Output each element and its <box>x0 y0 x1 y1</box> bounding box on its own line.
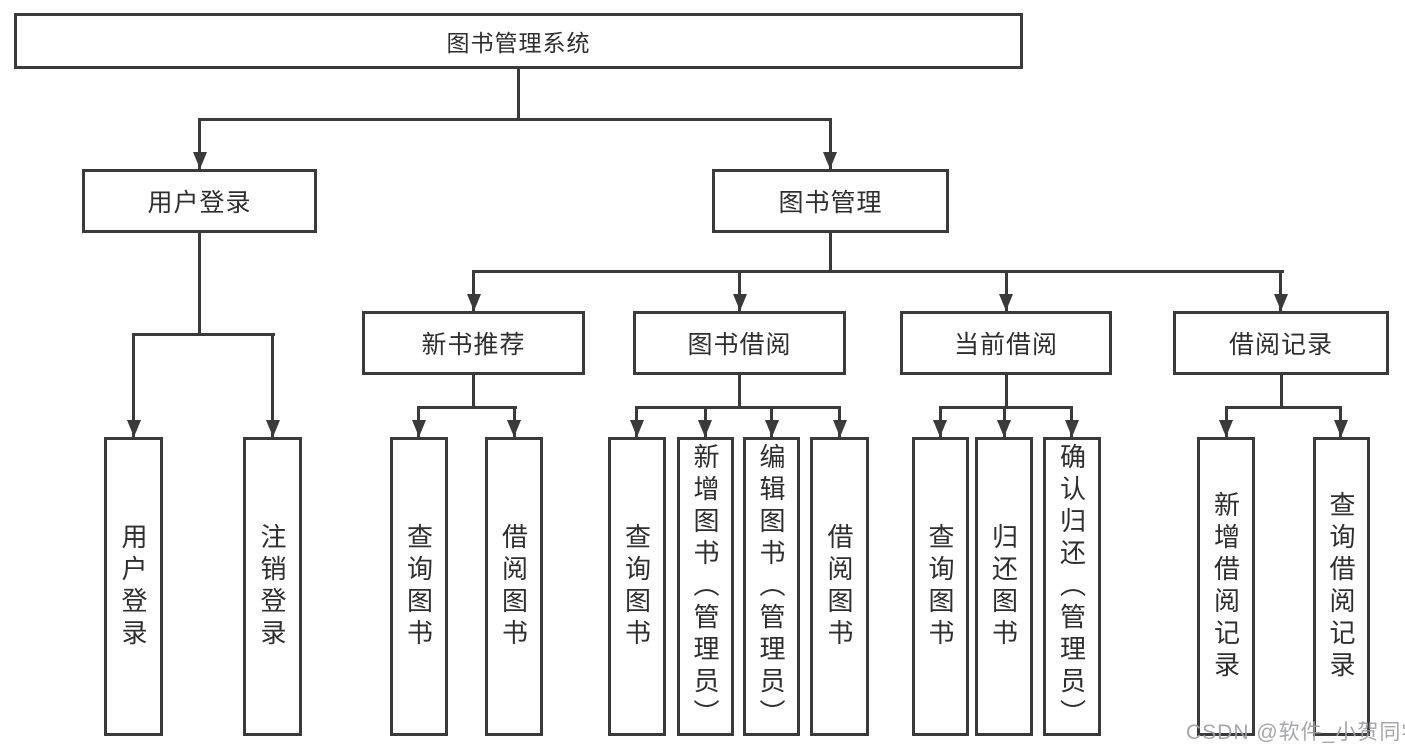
node-new-book-recommend: 新书推荐 <box>362 311 585 375</box>
leaf-borrow-books-recommend: 借阅图书 <box>485 437 543 736</box>
connector-line <box>829 233 832 273</box>
arrowhead-icon <box>507 420 521 437</box>
connector-line <box>1279 273 1282 311</box>
node-user-login: 用户登录 <box>82 169 317 233</box>
leaf-add-books-admin: 新增图书（管理员） <box>677 437 734 736</box>
connector-line <box>1005 375 1008 409</box>
leaf-logout: 注销登录 <box>243 437 302 736</box>
connector-line <box>472 273 475 311</box>
arrowhead-icon <box>698 420 712 437</box>
connector-line <box>472 375 475 409</box>
leaf-return-books: 归还图书 <box>975 437 1033 736</box>
leaf-query-books-borrow: 查询图书 <box>608 437 666 736</box>
node-current-borrow: 当前借阅 <box>900 311 1112 375</box>
connector-line <box>198 233 201 336</box>
node-book-borrow: 图书借阅 <box>633 311 846 375</box>
connector-line <box>1280 375 1283 409</box>
leaf-query-books-current: 查询图书 <box>912 437 969 736</box>
connector-line <box>1225 406 1342 409</box>
node-root-system: 图书管理系统 <box>14 13 1023 69</box>
arrowhead-icon <box>1274 294 1288 311</box>
arrowhead-icon <box>1334 420 1348 437</box>
arrowhead-icon <box>997 420 1011 437</box>
connector-line <box>1005 273 1008 311</box>
connector-line <box>417 406 517 409</box>
arrowhead-icon <box>1065 420 1079 437</box>
arrowhead-icon <box>765 420 779 437</box>
csdn-watermark: CSDN @软件_小贺同学 <box>1186 721 1405 744</box>
leaf-edit-books-admin: 编辑图书（管理员） <box>743 437 800 736</box>
leaf-confirm-return-admin: 确认归还（管理员） <box>1043 437 1101 736</box>
node-book-management: 图书管理 <box>712 169 949 233</box>
arrowhead-icon <box>733 294 747 311</box>
arrowhead-icon <box>412 420 426 437</box>
leaf-query-borrow-record: 查询借阅记录 <box>1313 437 1370 736</box>
arrowhead-icon <box>193 152 207 169</box>
connector-line <box>738 273 741 311</box>
connector-line <box>198 118 832 121</box>
connector-line <box>132 336 135 437</box>
connector-line <box>271 336 274 437</box>
arrowhead-icon <box>999 294 1013 311</box>
leaf-borrow-books: 借阅图书 <box>810 437 869 736</box>
arrowhead-icon <box>933 420 947 437</box>
connector-line <box>635 406 841 409</box>
arrowhead-icon <box>127 420 141 437</box>
arrowhead-icon <box>266 420 280 437</box>
arrowhead-icon <box>467 294 481 311</box>
arrowhead-icon <box>1219 420 1233 437</box>
arrowhead-icon <box>823 152 837 169</box>
arrowhead-icon <box>630 420 644 437</box>
leaf-query-books-recommend: 查询图书 <box>390 437 448 736</box>
connector-line <box>472 270 1284 273</box>
connector-line <box>132 333 275 336</box>
connector-line <box>517 69 520 121</box>
connector-line <box>738 375 741 409</box>
connector-line <box>198 121 201 169</box>
node-borrow-records: 借阅记录 <box>1173 311 1389 375</box>
leaf-user-login: 用户登录 <box>104 437 163 736</box>
arrowhead-icon <box>833 420 847 437</box>
connector-line <box>829 121 832 169</box>
connector-line <box>939 406 1073 409</box>
leaf-add-borrow-record: 新增借阅记录 <box>1197 437 1255 736</box>
